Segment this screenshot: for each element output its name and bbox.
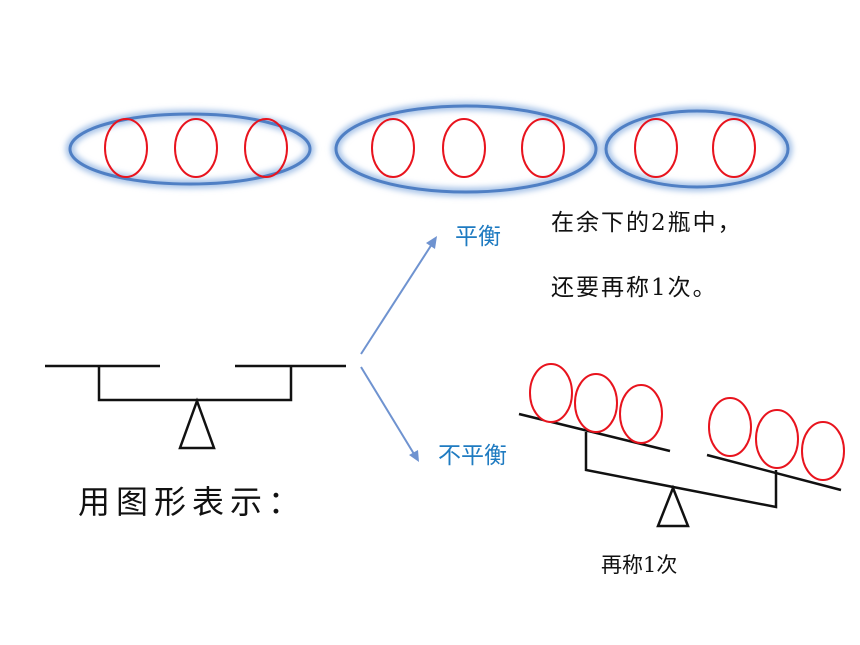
arrow-unbalanced — [360, 366, 415, 455]
bottle — [371, 118, 415, 178]
bottle — [104, 118, 148, 178]
group-3-outline — [604, 109, 790, 189]
bottle — [574, 373, 618, 433]
group-2-outline — [334, 104, 598, 194]
bottle — [712, 118, 756, 178]
group-3 — [601, 106, 793, 192]
unbalanced-label: 不平衡 — [438, 443, 507, 469]
bottle — [708, 397, 752, 457]
unbalanced-note: 再称1次 — [601, 553, 677, 577]
balanced-label: 平衡 — [455, 224, 501, 250]
group-2 — [331, 101, 601, 197]
balanced-note-line-2: 还要再称1次。 — [551, 275, 718, 301]
balance-scale-level — [45, 364, 346, 450]
fulcrum — [656, 484, 690, 528]
bottle — [634, 118, 678, 178]
caption: 用图形表示： — [78, 483, 306, 521]
fulcrum — [178, 397, 216, 450]
arrow-balanced — [360, 243, 433, 355]
balanced-note-line-1: 在余下的2瓶中， — [551, 210, 743, 236]
group-1-outline — [68, 112, 312, 186]
balance-scale-tilted — [518, 363, 845, 528]
bottle — [174, 118, 218, 178]
bottle — [619, 384, 663, 444]
bottle — [755, 409, 799, 469]
bottle — [244, 118, 288, 178]
bottle — [521, 118, 565, 178]
group-1 — [65, 109, 315, 189]
bottle — [442, 118, 486, 178]
branch-arrows — [360, 236, 437, 462]
bottle — [801, 421, 845, 481]
bottle — [529, 363, 573, 423]
